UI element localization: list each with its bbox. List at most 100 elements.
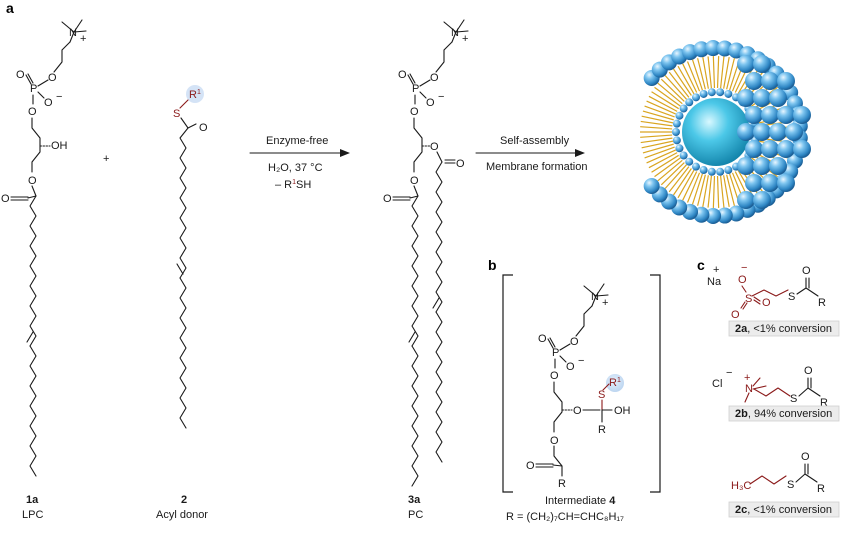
- bracket-right: [650, 274, 661, 493]
- atom-O: O: [731, 309, 740, 321]
- charge-minus: −: [56, 91, 62, 103]
- molecule-2-acyl-donor: R1 S O 2 Acyl donor: [156, 85, 208, 521]
- caption-2a: 2a, <1% conversion: [735, 323, 832, 335]
- charge-plus: +: [713, 264, 719, 276]
- highlight-r1: [186, 85, 204, 103]
- atom-R: R: [817, 483, 825, 495]
- atom-OH: OH: [51, 140, 68, 152]
- atom-O: O: [538, 333, 547, 345]
- atom-O: O: [426, 97, 435, 109]
- lipid-tail: [651, 154, 680, 173]
- lipid-headgroup: [724, 89, 733, 98]
- atom-S: S: [788, 291, 795, 303]
- molecule-3a-pc: N + O P O O − O O O O O 3a PC: [383, 19, 469, 521]
- charge-plus: +: [462, 33, 468, 45]
- lipid-headgroup: [761, 140, 779, 158]
- lipid-headgroup: [737, 191, 755, 209]
- lipid-headgroup: [699, 89, 708, 98]
- lipid-tail: [668, 71, 690, 98]
- atom-R: R: [820, 397, 828, 409]
- atom-OH: OH: [614, 405, 631, 417]
- lipid-headgroup: [777, 72, 795, 90]
- atom-R1: R1: [609, 377, 621, 389]
- lipid-tail: [673, 168, 692, 196]
- panel-c-acyl-donors: Na + − O S O O S O R 2a, <1% conversion …: [707, 262, 840, 518]
- lipid-tail: [691, 59, 703, 91]
- lipid-headgroup: [685, 157, 694, 166]
- lipid-headgroup: [643, 177, 660, 194]
- lipid-headgroup: [679, 104, 688, 113]
- atom-O: O: [1, 193, 10, 205]
- atom-O: O: [383, 193, 392, 205]
- caption-box-2a: [728, 320, 840, 337]
- lipid-headgroup: [769, 157, 787, 175]
- lipid-headgroup: [753, 157, 771, 175]
- lipid-tail: [677, 65, 695, 95]
- lipid-headgroup: [769, 89, 787, 107]
- lipid-tail: [712, 56, 716, 89]
- lipid-headgroup: [692, 93, 700, 102]
- lipid-tail: [644, 105, 675, 118]
- lipid-headgroup: [672, 119, 681, 128]
- label-1a-number: 1a: [26, 494, 39, 506]
- intermediate-label: Intermediate 4: [545, 495, 616, 507]
- atom-O: O: [398, 69, 407, 81]
- lipid-tail: [712, 175, 716, 208]
- atom-O: O: [430, 72, 439, 84]
- panel-b-intermediate: N + O P O O − O O S R1 OH R O O R Interm…: [502, 274, 661, 523]
- atom-R1: R1: [189, 89, 201, 101]
- lipid-tail: [716, 175, 720, 208]
- caption-2c: 2c, <1% conversion: [735, 504, 832, 516]
- label-1a-name: LPC: [22, 509, 43, 521]
- atom-Cl: Cl: [712, 378, 722, 390]
- lipid-headgroup: [737, 157, 755, 175]
- atom-N: N: [69, 27, 77, 39]
- lipid-headgroup: [685, 98, 694, 107]
- atom-O: O: [44, 97, 53, 109]
- atom-S: S: [790, 393, 797, 405]
- lipid-headgroup: [716, 167, 725, 176]
- lipid-tail: [664, 164, 688, 189]
- reaction-arrow-2: Self-assembly Membrane formation: [475, 135, 588, 173]
- lipid-headgroup: [793, 106, 811, 124]
- lipid-tail: [677, 169, 695, 199]
- atom-R: R: [818, 297, 826, 309]
- lipid-headgroup: [745, 106, 763, 124]
- lipid-tail: [642, 110, 674, 121]
- lipid-tail: [657, 82, 683, 105]
- atom-S: S: [173, 108, 180, 120]
- label-2-name: Acyl donor: [156, 509, 208, 521]
- arrow1-conditions-top: Enzyme-free: [266, 135, 328, 147]
- caption-box-2c: [728, 501, 840, 518]
- panel-label-c: c: [697, 257, 705, 273]
- lipid-tail: [664, 75, 688, 100]
- lipid-headgroup: [745, 72, 763, 90]
- atom-O: O: [762, 297, 771, 309]
- lipid-tail: [686, 172, 701, 203]
- lipid-headgroup: [679, 151, 688, 160]
- lipid-tail: [640, 137, 673, 144]
- label-3a-number: 3a: [408, 494, 421, 506]
- atom-O: O: [410, 106, 419, 118]
- atom-O: O: [430, 141, 439, 153]
- lipid-headgroup: [716, 88, 725, 97]
- lipid-tail: [702, 57, 709, 89]
- vesicle-cut-face: [737, 55, 811, 209]
- lipid-headgroup: [716, 207, 733, 224]
- charge-plus: +: [744, 372, 750, 384]
- lipid-tail: [642, 143, 674, 154]
- lipid-tail: [648, 95, 678, 112]
- lipid-tail: [654, 86, 681, 107]
- arrow2-label-top: Self-assembly: [500, 135, 570, 147]
- lipid-tail: [723, 57, 730, 89]
- caption-2b: 2b, 94% conversion: [735, 408, 832, 420]
- lipid-vesicle-illustration: [640, 40, 811, 224]
- caption-box-2b: [728, 405, 840, 422]
- lipid-headgroup: [737, 123, 755, 141]
- atom-O: O: [801, 451, 810, 463]
- lipid-tail: [697, 58, 706, 90]
- lipid-headgroup: [785, 123, 803, 141]
- atom-O: O: [28, 175, 37, 187]
- lipid-tail: [726, 58, 735, 90]
- lipid-headgroup: [724, 166, 733, 175]
